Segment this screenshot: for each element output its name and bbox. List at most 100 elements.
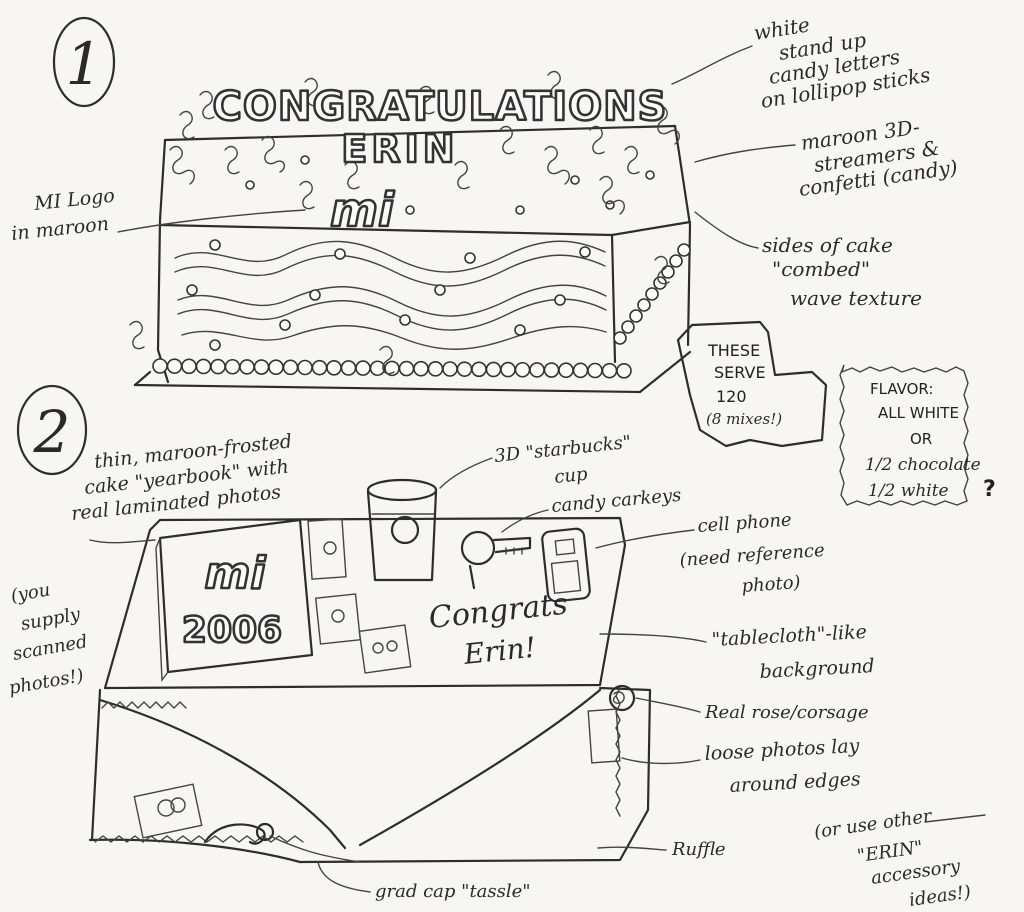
note-carkeys: candy carkeys [501, 485, 683, 533]
grad-cap-tassle [203, 822, 361, 863]
svg-text:3D "starbucks": 3D "starbucks" [493, 432, 632, 467]
svg-text:grad cap "tassle": grad cap "tassle" [375, 881, 531, 902]
svg-text:Ruffle: Ruffle [671, 839, 726, 860]
border-bead [587, 362, 603, 379]
design-number-2: 2 [33, 398, 71, 466]
svg-text:in maroon: in maroon [10, 213, 110, 245]
yearbook [158, 518, 314, 674]
svg-text:background: background [759, 655, 875, 683]
svg-text:scanned: scanned [11, 631, 89, 665]
drape-fold-left [98, 698, 347, 850]
drape-fold-right [358, 688, 602, 847]
border-bead [637, 298, 651, 312]
svg-text:Real rose/corsage: Real rose/corsage [704, 702, 868, 723]
border-bead [413, 360, 429, 377]
note-rose: Real rose/corsage [635, 697, 868, 723]
svg-text:candy carkeys: candy carkeys [551, 485, 683, 517]
topper-congratulations: CONGRATULATIONS [213, 84, 668, 130]
yearbook-year: 2006 [182, 610, 282, 651]
border-bead [572, 362, 589, 379]
svg-text:THESE: THESE [707, 341, 760, 360]
topper-erin: ERIN [341, 127, 458, 171]
laminated-photos [307, 518, 412, 674]
rose-corsage [608, 684, 636, 712]
bead-border [152, 358, 632, 379]
cell-phone [541, 527, 591, 603]
cake1-right-edge [673, 124, 692, 347]
svg-text:ALL WHITE: ALL WHITE [878, 404, 959, 422]
note-streamers: maroon 3D- streamers & confetti (candy) [694, 114, 959, 201]
note-starbucks: 3D "starbucks" cup [439, 432, 632, 489]
svg-text:cell phone: cell phone [697, 509, 792, 537]
border-bead [268, 359, 284, 376]
svg-text:photo): photo) [741, 572, 801, 597]
border-bead [152, 358, 168, 374]
note-mi-logo: MI Logo in maroon [10, 185, 306, 245]
svg-text:loose photos lay: loose photos lay [704, 735, 860, 765]
border-bead [427, 361, 444, 377]
note-sides: sides of cake "combed" wave texture [694, 211, 922, 310]
svg-text:sides of cake: sides of cake [762, 233, 893, 257]
border-bead [297, 359, 313, 376]
drape-right [298, 686, 652, 864]
cake-mi-logo: mi [330, 183, 395, 237]
border-bead [253, 359, 270, 375]
yearbook-mi-logo: mi [205, 548, 267, 599]
border-bead [543, 362, 560, 378]
border-bead [669, 254, 683, 268]
border-bead [166, 358, 183, 374]
border-bead [629, 309, 643, 323]
design-number: 1 [66, 30, 103, 98]
svg-text:around edges: around edges [729, 768, 861, 797]
border-bead [514, 361, 531, 378]
border-bead [613, 331, 627, 345]
border-bead [181, 358, 197, 375]
combed-wave-texture [174, 240, 607, 350]
note-supply-photos: (you supply scanned photos!) [7, 579, 89, 699]
svg-text:wave texture: wave texture [790, 286, 922, 310]
number-circle [52, 16, 116, 108]
note-phone: cell phone (need reference photo) [595, 509, 825, 597]
side-bead-border [613, 243, 691, 345]
svg-text:(you: (you [9, 579, 52, 607]
svg-text:(8 mixes!): (8 mixes!) [706, 410, 782, 428]
drape-left [90, 688, 102, 842]
svg-text:?: ? [983, 477, 996, 502]
svg-text:1/2 white: 1/2 white [868, 481, 949, 501]
drape-bottom [88, 838, 302, 864]
loose-photos [133, 708, 621, 839]
border-bead [326, 359, 342, 376]
svg-text:cup: cup [553, 464, 589, 488]
border-bead [195, 358, 212, 375]
border-bead [558, 362, 574, 379]
border-bead [616, 362, 632, 379]
border-bead [485, 361, 502, 378]
border-bead [645, 287, 659, 301]
border-bead [621, 320, 635, 334]
border-bead [224, 358, 241, 375]
confetti-dots [186, 155, 655, 351]
cake-board-left [133, 370, 152, 387]
svg-text:120: 120 [716, 387, 747, 406]
svg-text:photos!): photos!) [7, 665, 85, 699]
border-bead [239, 359, 255, 375]
cake-board [133, 350, 692, 394]
svg-text:"combed": "combed" [772, 257, 870, 281]
border-bead [311, 359, 328, 376]
streamers [129, 70, 680, 375]
svg-text:SERVE: SERVE [714, 363, 766, 382]
border-bead [210, 358, 226, 375]
cake2-top-surface [103, 516, 627, 690]
ruffle-top [101, 701, 187, 709]
svg-text:ideas!): ideas!) [908, 882, 972, 911]
cake-text-erin: Erin! [461, 631, 537, 671]
svg-text:FLAVOR:: FLAVOR: [870, 380, 933, 398]
note-tablecloth: "tablecloth"-like background [599, 621, 875, 683]
cake1-front-corner [610, 233, 617, 364]
cake1-top-front-edge [158, 220, 692, 237]
starbucks-cup [366, 478, 438, 582]
note-ruffle: Ruffle [597, 839, 726, 860]
border-bead [529, 362, 545, 378]
